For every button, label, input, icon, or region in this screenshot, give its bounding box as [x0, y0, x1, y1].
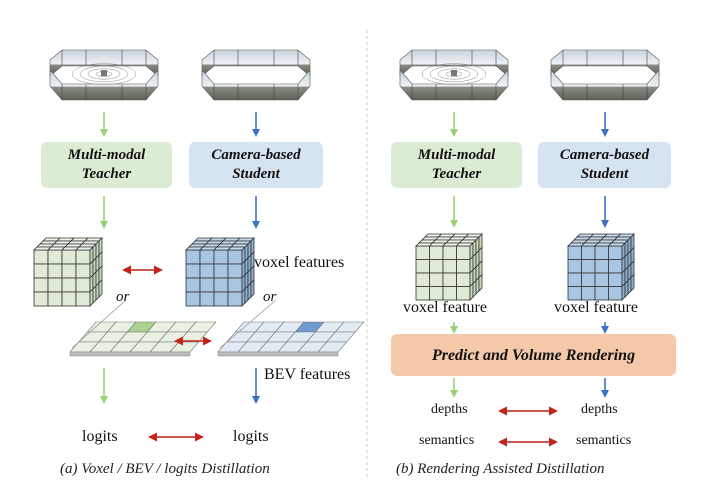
- right-voxel-feature-teacher: voxel feature: [403, 299, 487, 316]
- right-depths-teacher: depths: [431, 402, 468, 417]
- camera-ring-left-student: [201, 49, 311, 101]
- left-teacher-line2: Teacher: [81, 166, 132, 182]
- left-bev-features-label: BEV features: [264, 366, 351, 383]
- bev-plane-left-teacher: [69, 321, 217, 357]
- right-student-line2: Student: [580, 166, 629, 182]
- left-student-line2: Student: [232, 166, 280, 182]
- left-logits-teacher: logits: [82, 428, 118, 445]
- right-depths-student: depths: [581, 402, 618, 417]
- right-voxel-feature-student: voxel feature: [554, 299, 638, 316]
- guide-line-left-student: [219, 299, 277, 349]
- left-logits-student: logits: [233, 428, 269, 445]
- right-student-line1: Camera-based: [559, 147, 650, 163]
- render-label: Predict and Volume Rendering: [431, 346, 636, 364]
- right-semantics-teacher: semantics: [419, 433, 475, 448]
- left-student-line1: Camera-based: [211, 147, 301, 163]
- left-or-teacher: or: [116, 289, 130, 305]
- guide-line-left-teacher: [71, 299, 127, 349]
- left-voxel-features-label: voxel features: [254, 254, 345, 271]
- voxel-cube-left-student: [185, 237, 255, 307]
- camera-ring-right-student: [550, 49, 660, 101]
- bev-plane-left-student: [217, 321, 365, 357]
- left-caption: (a) Voxel / BEV / logits Distillation: [60, 461, 270, 477]
- render-box: Predict and Volume Rendering: [391, 334, 676, 376]
- right-teacher-line2: Teacher: [431, 166, 482, 182]
- left-teacher-line1: Multi-modal: [67, 147, 146, 163]
- voxel-cube-left-teacher: [33, 237, 103, 307]
- camera-ring-left-teacher: [49, 49, 159, 101]
- right-semantics-student: semantics: [576, 433, 632, 448]
- right-caption: (b) Rendering Assisted Distillation: [396, 461, 605, 477]
- right-teacher-line1: Multi-modal: [417, 147, 496, 163]
- left-or-student: or: [263, 289, 277, 305]
- camera-ring-right-teacher: [399, 49, 509, 101]
- voxel-cube-right-student: [567, 233, 635, 301]
- voxel-cube-right-teacher: [415, 233, 483, 301]
